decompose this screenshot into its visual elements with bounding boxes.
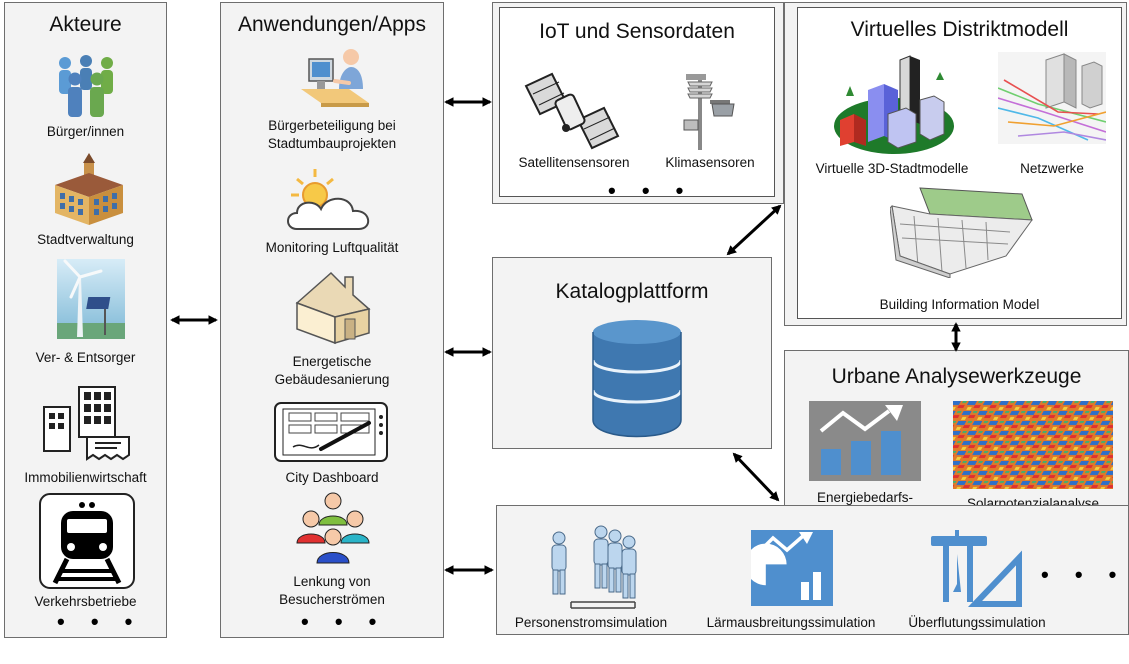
- visitor-flow-icon: [296, 492, 370, 564]
- simulation-more-dots: • • •: [1041, 562, 1127, 587]
- air-quality-cloud-icon: [287, 169, 369, 230]
- app-label: Besucherströmen: [279, 592, 385, 607]
- arrow-catalog-district: [726, 204, 782, 256]
- akteur-label: Ver- & Entsorger: [35, 350, 136, 365]
- energy-demand-chart-icon: [809, 401, 921, 481]
- catalog-platform-title: Katalogplattform: [555, 280, 709, 303]
- analysis-label: Energiebedarfs-: [816, 490, 914, 505]
- apps-title: Anwendungen/Apps: [238, 13, 426, 36]
- app-label: Lenkung von: [293, 574, 371, 589]
- city-dashboard-icon: [274, 402, 388, 462]
- flood-simulation-icon: [931, 530, 1022, 607]
- app-label: Energetische: [292, 354, 372, 369]
- simulation-label: Personenstromsimulation: [514, 615, 668, 630]
- real-estate-icon: [43, 386, 130, 461]
- akteure-more-dots: • • •: [57, 609, 143, 634]
- district-model-label: Virtuelle 3D-Stadtmodelle: [815, 161, 969, 176]
- arrow-catalog-urban: [732, 452, 780, 502]
- citizens-icon: [59, 55, 113, 117]
- district-model-label: Building Information Model: [879, 297, 1040, 312]
- climate-sensor-icon: [683, 74, 735, 150]
- simulation-label: Überflutungssimulation: [908, 615, 1046, 630]
- catalog-platform-panel: Katalogplattform: [492, 257, 772, 449]
- apps-more-dots: • • •: [301, 609, 387, 634]
- house-renovation-icon: [295, 271, 371, 345]
- solar-potential-map-icon: [953, 401, 1113, 489]
- urban-analysis-title: Urbane Analysewerkzeuge: [831, 365, 1082, 388]
- simulation-label: Lärmausbreitungssimulation: [706, 615, 876, 630]
- akteure-panel: Akteure Bürger/innen Stadtverwaltung Ver…: [4, 2, 167, 638]
- app-label: Gebäudesanierung: [274, 372, 390, 387]
- train-icon: [39, 493, 135, 589]
- apps-panel: Anwendungen/Apps Bürgerbeteiligung bei S…: [220, 2, 444, 638]
- akteur-label: Stadtverwaltung: [37, 232, 134, 247]
- district-model-inner-box: Virtuelles Distriktmodell Virtuelle 3D-S…: [797, 7, 1122, 319]
- city-3d-model-icon: [834, 55, 954, 154]
- akteur-label: Verkehrsbetriebe: [34, 594, 137, 609]
- networks-icon: [998, 52, 1106, 144]
- akteur-label: Bürger/innen: [46, 124, 125, 139]
- akteure-title: Akteure: [49, 13, 122, 36]
- noise-propagation-icon: [751, 530, 833, 606]
- sensor-label: Satellitensensoren: [518, 155, 630, 170]
- district-model-title: Virtuelles Distriktmodell: [850, 18, 1069, 41]
- city-hall-icon: [55, 153, 123, 225]
- district-model-label: Netzwerke: [1020, 161, 1084, 176]
- akteur-label: Immobilienwirtschaft: [24, 470, 147, 485]
- simulation-panel: Personenstromsimulation Lärmausbreitungs…: [496, 505, 1129, 635]
- app-label: Monitoring Luftqualität: [265, 240, 399, 255]
- pedestrian-flow-icon: [551, 525, 637, 609]
- database-icon: [591, 320, 683, 438]
- iot-inner-box: IoT und Sensordaten Satellitensensoren K…: [499, 7, 775, 203]
- iot-panel: IoT und Sensordaten Satellitensensoren K…: [492, 2, 784, 204]
- district-model-panel: Virtuelles Distriktmodell Virtuelle 3D-S…: [784, 2, 1127, 326]
- wind-turbine-icon: [57, 259, 125, 339]
- satellite-icon: [524, 72, 620, 150]
- sensor-label: Klimasensoren: [665, 155, 755, 170]
- citizen-participation-icon: [301, 49, 369, 107]
- bim-building-icon: [890, 187, 1033, 278]
- app-label: City Dashboard: [285, 470, 379, 485]
- app-label: Stadtumbauprojekten: [267, 136, 397, 151]
- app-label: Bürgerbeteiligung bei: [268, 118, 396, 133]
- iot-more-dots: • • •: [608, 178, 694, 203]
- iot-title: IoT und Sensordaten: [539, 20, 735, 43]
